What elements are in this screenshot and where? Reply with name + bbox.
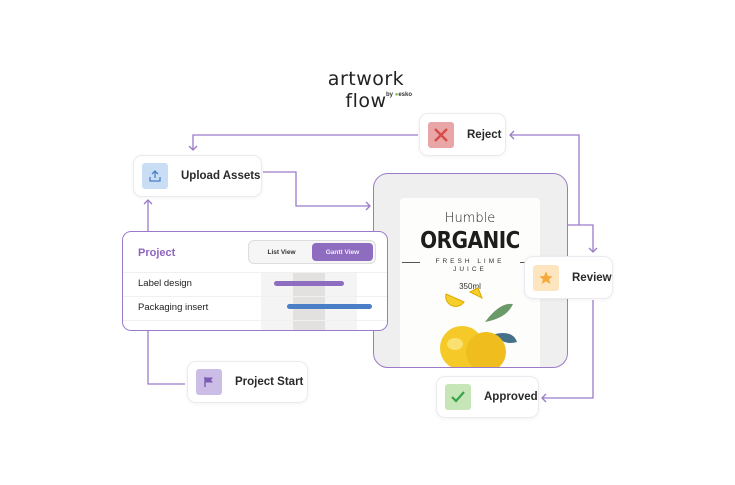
task-row-empty [123, 320, 387, 330]
arrow-icon [188, 145, 198, 151]
logo-esko: esko [398, 92, 412, 98]
connector-artwork-to-review [568, 224, 594, 252]
upload-assets-label: Upload Assets [181, 170, 261, 182]
esko-mark-icon: ● [394, 92, 399, 98]
lemons-illustration-icon [440, 287, 517, 367]
artwork-volume: 350ml [459, 282, 481, 291]
arrow-icon [143, 199, 153, 205]
flag-icon [196, 369, 222, 395]
artwork-subtitle-1: FRESH LIME [435, 258, 505, 265]
x-icon [428, 121, 454, 148]
task-name: Packaging insert [138, 302, 209, 313]
review-node[interactable]: Review [524, 256, 613, 299]
artwork-subtitle-2: JUICE [453, 266, 487, 273]
project-start-label: Project Start [235, 376, 304, 388]
artwork-brand: Humble [444, 211, 496, 226]
project-panel: Project List View Gantt View Label desig… [122, 231, 388, 331]
arrow-icon [588, 247, 598, 253]
upload-icon [142, 163, 168, 189]
star-icon [533, 264, 559, 291]
review-label: Review [572, 271, 612, 284]
connector-upload-to-artwork [263, 171, 370, 207]
arrow-icon [541, 393, 547, 403]
view-toggle: List View Gantt View [248, 240, 376, 264]
gantt-bar-packaging-insert[interactable] [287, 304, 372, 309]
artworkflow-logo: artwork flow by ●esko [316, 68, 416, 112]
task-row[interactable]: Label design [123, 272, 387, 296]
connector-review-to-reject [510, 134, 580, 225]
task-name: Label design [138, 278, 192, 289]
task-row[interactable]: Packaging insert [123, 296, 387, 320]
connector-project-to-start [147, 331, 185, 385]
project-title: Project [138, 247, 176, 259]
approved-node[interactable]: Approved [436, 376, 539, 418]
gantt-view-tab[interactable]: Gantt View [312, 243, 373, 261]
project-start-node[interactable]: Project Start [187, 361, 308, 403]
list-view-tab[interactable]: List View [267, 248, 296, 256]
reject-node[interactable]: Reject [419, 113, 506, 156]
upload-assets-node[interactable]: Upload Assets [133, 155, 262, 197]
check-icon [445, 384, 471, 410]
arrow-icon [509, 130, 515, 140]
artwork-title: ORGANIC [420, 226, 520, 254]
reject-label: Reject [467, 128, 502, 141]
connector-review-to-approved [542, 300, 594, 399]
logo-by: by [386, 92, 394, 98]
logo-sub: by ●esko [386, 92, 412, 98]
gantt-bar-label-design[interactable] [274, 281, 344, 286]
approved-label: Approved [484, 391, 538, 403]
arrow-icon [365, 201, 371, 211]
connector-reject-to-upload [192, 134, 418, 150]
logo-text: artwork flow [327, 68, 405, 112]
